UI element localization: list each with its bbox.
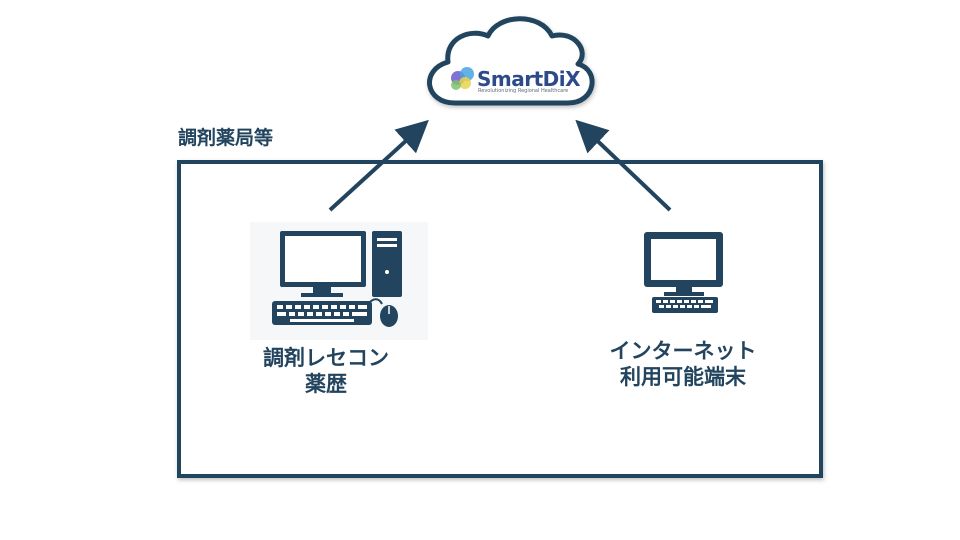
pc-label-line1: 調剤レセコン xyxy=(263,346,389,370)
terminal-label-line2: 利用可能端末 xyxy=(620,365,746,390)
terminal-label-line1: インターネット xyxy=(609,339,757,363)
terminal-pc-icon xyxy=(644,232,723,313)
pc-label-line2: 薬歴 xyxy=(305,372,347,397)
terminal-label: インターネット 利用可能端末 xyxy=(583,338,783,391)
pc-label: 調剤レセコン 薬歴 xyxy=(236,345,416,398)
region-label: 調剤薬局等 xyxy=(178,127,274,149)
brand-name: SmartDiX xyxy=(477,67,581,91)
arrow-pc-to-cloud xyxy=(328,119,429,212)
brand-tagline: Revolutionizing Regional Healthcare xyxy=(478,88,569,94)
smartdix-logo-icon xyxy=(451,67,474,90)
desktop-pc-icon xyxy=(250,222,428,340)
arrow-terminal-to-cloud xyxy=(575,119,672,212)
